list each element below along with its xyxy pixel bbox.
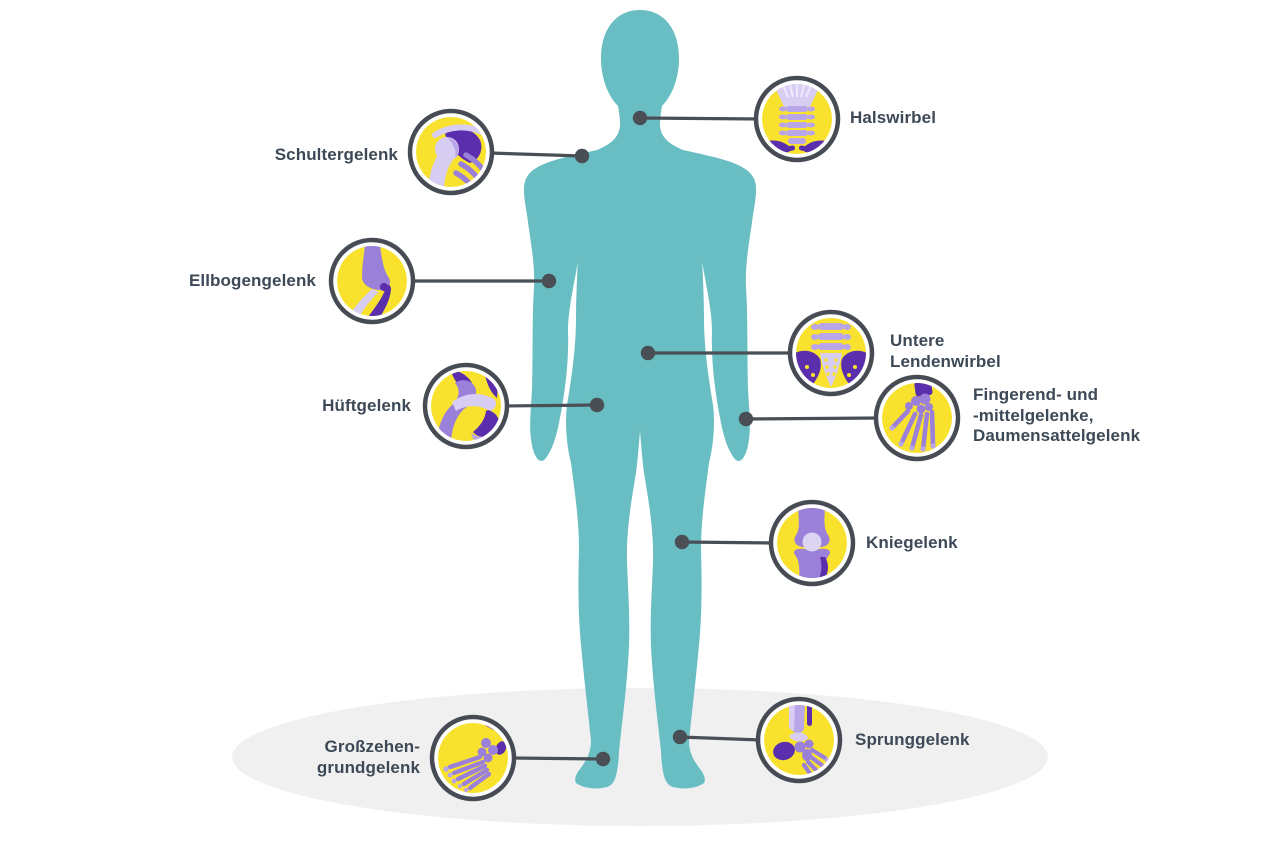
connector-kniegelenk <box>674 534 774 550</box>
connector-sprunggelenk <box>672 729 762 745</box>
connector-grosszehengrundgelenk <box>511 751 611 767</box>
connector-schultergelenk <box>489 148 590 164</box>
elbow-joint-icon <box>328 237 416 325</box>
hand-finger-joints-icon <box>873 374 961 462</box>
shoulder-joint-icon <box>407 108 495 196</box>
knee-joint-icon <box>768 499 856 587</box>
big-toe-joint-icon <box>429 714 517 802</box>
label-untere-lendenwirbel: Untere Lendenwirbel <box>890 331 1001 371</box>
label-fingergelenke: Fingerend- und -mittelgelenke, Daumensat… <box>973 385 1141 446</box>
label-halswirbel: Halswirbel <box>850 108 937 127</box>
floor-shadow <box>232 688 1048 826</box>
label-ellbogengelenk: Ellbogengelenk <box>188 271 316 290</box>
label-hueftgelenk: Hüftgelenk <box>322 396 411 415</box>
label-schultergelenk: Schultergelenk <box>274 145 398 164</box>
lumbar-vertebrae-icon <box>787 309 875 397</box>
label-sprunggelenk: Sprunggelenk <box>855 730 970 749</box>
label-grosszehengrundgelenk: Großzehen- grundgelenk <box>316 737 420 777</box>
cervical-vertebrae-icon <box>753 75 841 163</box>
connector-ellbogengelenk <box>410 273 557 289</box>
connector-hueftgelenk <box>503 397 605 413</box>
label-kniegelenk: Kniegelenk <box>866 533 958 552</box>
hip-joint-icon <box>422 362 510 450</box>
ankle-joint-icon <box>755 696 843 784</box>
body-silhouette <box>523 10 757 789</box>
connector-fingergelenke <box>738 411 881 427</box>
connector-lendenwirbel <box>640 345 794 361</box>
connector-halswirbel <box>632 110 761 126</box>
